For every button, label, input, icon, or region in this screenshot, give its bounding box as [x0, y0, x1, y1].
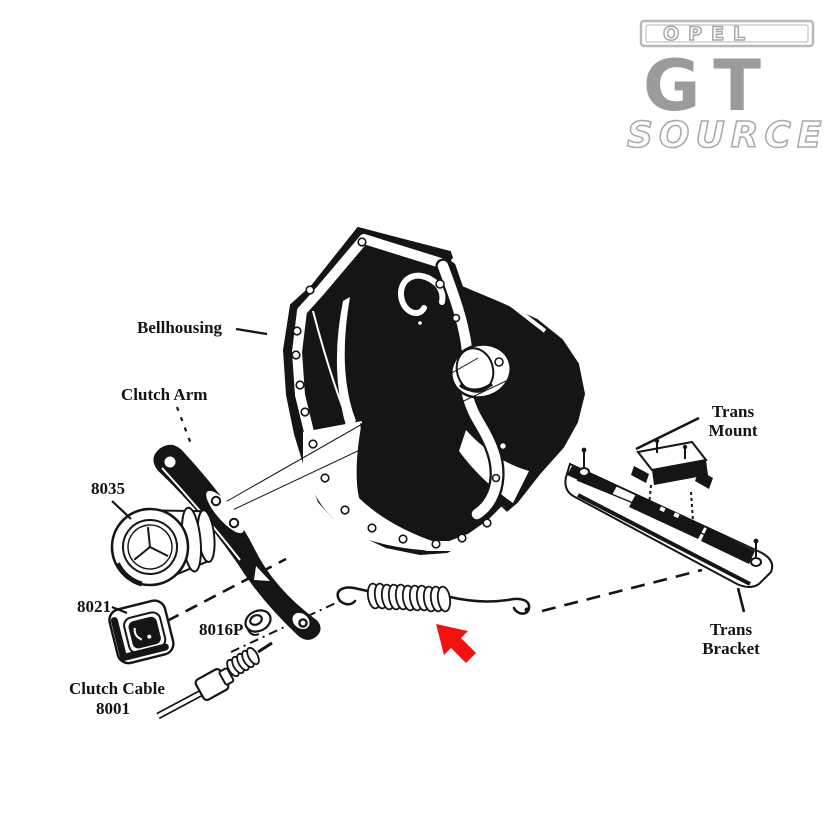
part-number-8021-label: 8021 [77, 597, 111, 616]
trans-bracket-drawing [564, 447, 774, 588]
trans-bracket-label: Trans Bracket [691, 620, 771, 658]
logo-model-text: GT [643, 45, 775, 127]
bellhousing-drawing [282, 226, 586, 556]
logo-opel-gt-source: OPEL GT SOURCE [626, 19, 828, 157]
logo-brand-text: OPEL [663, 23, 754, 45]
part-number-8001-label: 8001 [96, 699, 130, 718]
trans-mount-label-line2: Mount [708, 421, 758, 440]
grommet-drawing [108, 599, 175, 665]
return-spring-drawing [336, 582, 531, 615]
highlight-arrow-icon [436, 624, 476, 663]
trans-bracket-label-line2: Bracket [702, 639, 760, 658]
part-number-8035-label: 8035 [91, 479, 125, 498]
label-pointer-lines [111, 327, 746, 615]
trans-mount-label: Trans Mount [700, 402, 766, 440]
retainer-pin-drawing [244, 609, 272, 636]
clutch-cable-drawing [156, 641, 273, 720]
logo-suffix-text: SOURCE [627, 115, 828, 156]
clutch-arm-label: Clutch Arm [121, 385, 208, 404]
clutch-arm-drawing [153, 444, 321, 640]
clutch-cable-label: Clutch Cable [69, 679, 165, 698]
trans-mount-drawing [631, 438, 713, 525]
release-bearing-drawing [110, 506, 216, 587]
trans-bracket-label-line1: Trans [709, 620, 753, 639]
bellhousing-label: Bellhousing [137, 318, 223, 337]
trans-mount-label-line1: Trans [711, 402, 755, 421]
part-number-8016p-label: 8016P [199, 620, 244, 639]
